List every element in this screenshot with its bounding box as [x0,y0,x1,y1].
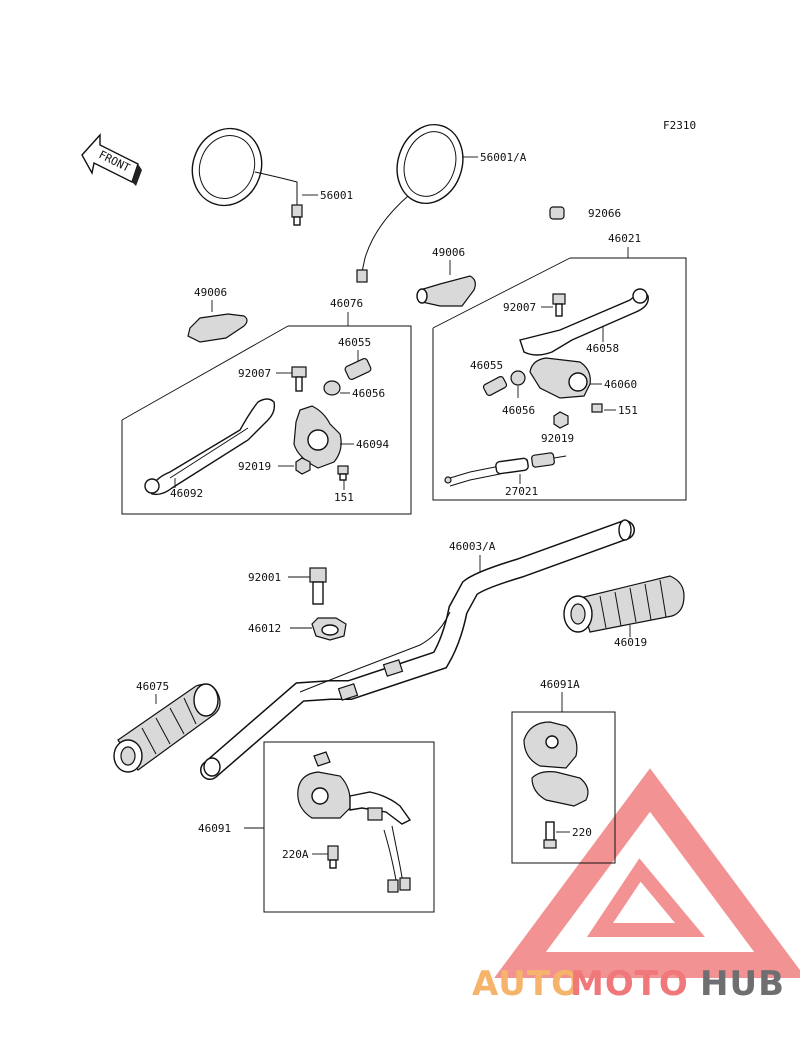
label-46019: 46019 [614,636,647,649]
watermark-text: AUTO MOTO HUB [472,964,785,1004]
handlebar-46003A [200,519,635,780]
right-lever-assembly-box [432,257,687,501]
label-46060: 46060 [604,378,637,391]
label-151-left: 151 [334,491,354,504]
switch-27021 [444,452,567,487]
switch-assembly-box [263,741,435,913]
screw-220A [327,845,339,869]
watermark-logo-triangle [494,768,800,978]
screw-151-right [591,403,603,413]
label-46012: 46012 [248,622,281,635]
label-92007-right: 92007 [503,301,536,314]
label-92007-left: 92007 [238,367,271,380]
switch-housing-upper [523,721,578,769]
nut-92019-right [553,411,569,429]
front-arrow-icon: FRONT [81,133,142,186]
label-46003A: 46003/A [449,540,496,553]
mirror-right [356,123,464,283]
label-56001: 56001 [320,189,353,202]
label-56001A: 56001/A [480,151,527,164]
cap-92066 [549,206,565,220]
locknut-46056-right [510,370,526,386]
switch-assembly-46091 [297,751,412,893]
label-27021: 27021 [505,485,538,498]
left-lever-assembly-box [121,325,412,515]
label-46092: 46092 [170,487,203,500]
watermark-hub: HUB [700,964,785,1004]
label-92019-right: 92019 [541,432,574,445]
label-46055-right: 46055 [470,359,503,372]
lever-46092 [144,398,276,496]
label-46056-left: 46056 [352,387,385,400]
label-46058: 46058 [586,342,619,355]
label-46091: 46091 [198,822,231,835]
label-220: 220 [572,826,592,839]
watermark-moto: MOTO [570,964,689,1004]
lever-46058 [519,288,649,356]
label-92019-left: 92019 [238,460,271,473]
grip-left-46075 [113,683,221,773]
label-151-right: 151 [618,404,638,417]
label-220A: 220A [282,848,309,861]
grip-right-46019 [563,575,685,633]
label-92066: 92066 [588,207,621,220]
screw-220 [543,821,557,849]
bolt-92007-right [552,293,566,317]
grip-cover-left [187,313,248,343]
mirror-left [191,127,303,226]
switch-housing-lower [531,771,589,807]
watermark-auto: AUTO [472,964,581,1004]
holder-46094 [293,405,342,469]
label-92001: 92001 [248,571,281,584]
label-46076: 46076 [330,297,363,310]
label-46056-right: 46056 [502,404,535,417]
screw-151-left [337,465,349,481]
label-49006-left: 49006 [194,286,227,299]
label-46055-left: 46055 [338,336,371,349]
grip-cover-right [416,275,476,307]
bolt-92007-left [291,366,307,392]
label-46091A: 46091A [540,678,580,691]
label-46094: 46094 [356,438,389,451]
label-46075: 46075 [136,680,169,693]
holder-46060 [529,357,591,399]
adjuster-46055-right [482,375,508,397]
locknut-46056-left [323,380,341,396]
adjuster-46055-left [344,357,372,381]
nut-92019-left [295,457,311,475]
label-49006-right: 49006 [432,246,465,259]
bolt-92001 [309,567,327,605]
label-46021: 46021 [608,232,641,245]
switch-housing-box [511,711,616,864]
clamp-46012 [311,617,347,641]
figure-code: F2310 [663,119,696,132]
